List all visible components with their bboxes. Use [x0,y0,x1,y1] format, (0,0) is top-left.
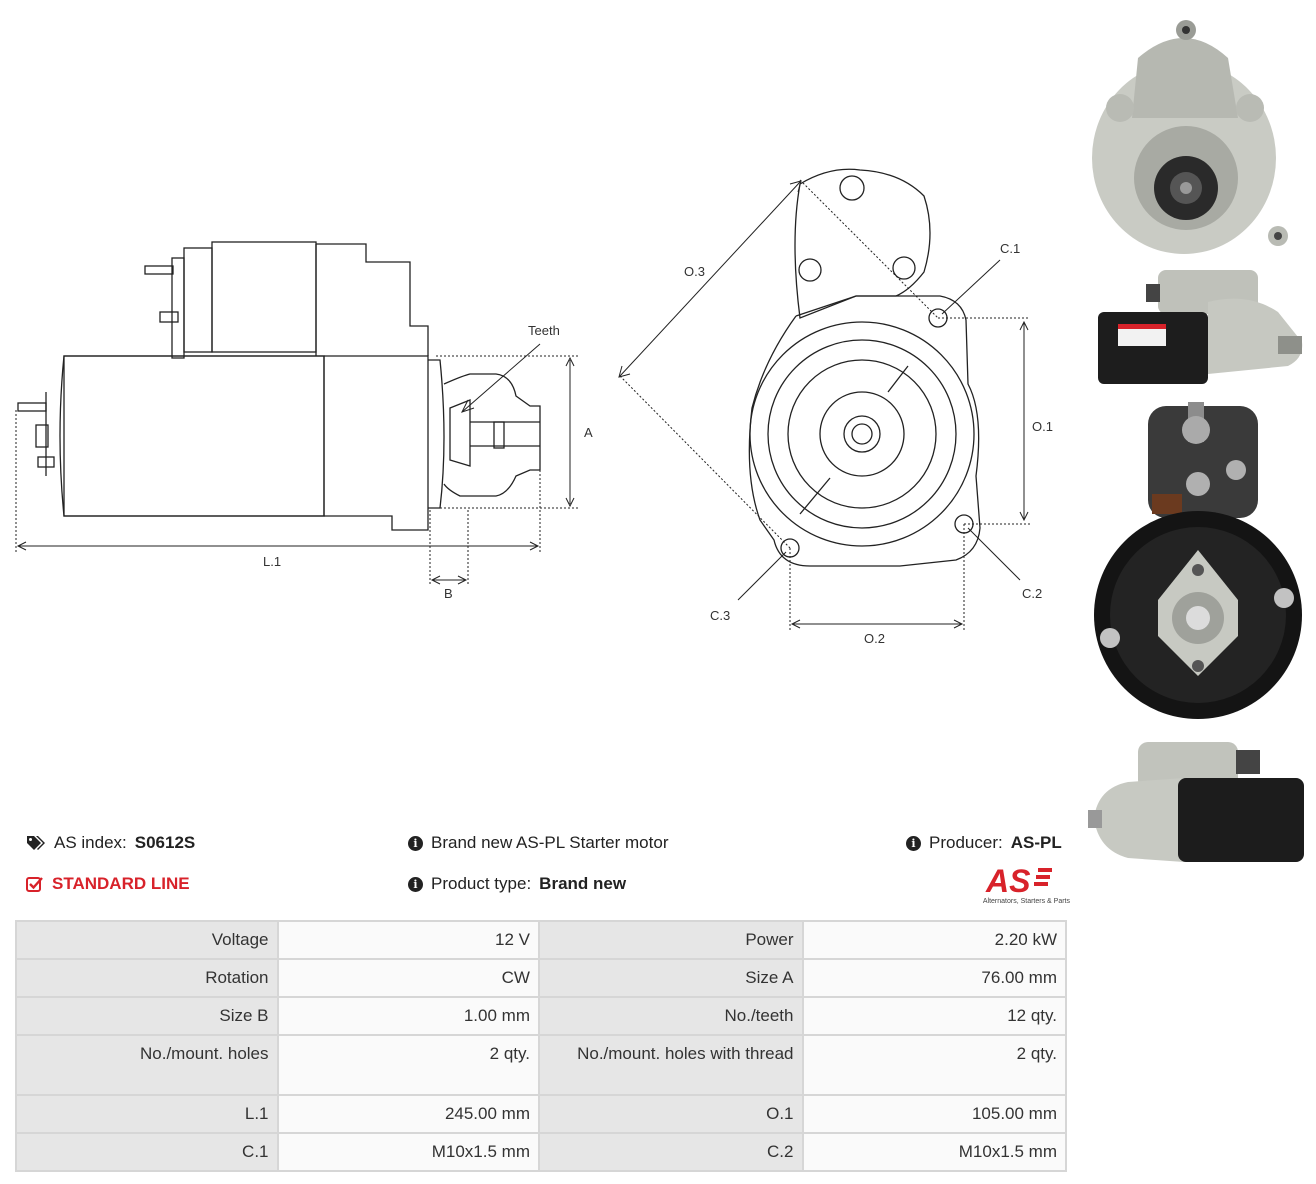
spec-value: 2 qty. [801,1034,1067,1096]
spec-value: 76.00 mm [801,958,1067,998]
check-square-icon [26,877,43,892]
spec-value: CW [276,958,540,998]
spec-label: Voltage [15,920,279,960]
spec-label: No./mount. holes with thread [537,1034,804,1096]
spec-value: 1.00 mm [276,996,540,1036]
as-index-row: AS index: S0612S [26,833,195,853]
table-row: Voltage 12 V Power 2.20 kW [15,920,1067,960]
product-type-row: i Product type: Brand new [408,874,626,894]
spec-value: M10x1.5 mm [276,1132,540,1172]
dimension-c3-label: C.3 [710,608,730,623]
table-row: Size B 1.00 mm No./teeth 12 qty. [15,996,1067,1036]
spec-value: 12 qty. [801,996,1067,1036]
dimension-b-label: B [444,586,453,601]
dimension-a-label: A [584,425,593,440]
dimension-o2-label: O.2 [864,631,885,646]
spec-label: L.1 [15,1094,279,1134]
dimension-o1-label: O.1 [1032,419,1053,434]
spec-label: C.1 [15,1132,279,1172]
table-row: Rotation CW Size A 76.00 mm [15,958,1067,998]
spec-value: M10x1.5 mm [801,1132,1067,1172]
logo-tagline: Alternators, Starters & Parts [982,898,1070,905]
table-row: L.1 245.00 mm O.1 105.00 mm [15,1094,1067,1134]
standard-line-label: STANDARD LINE [52,874,190,893]
as-logo-mark: AS [985,863,1052,899]
front-view-drawing [748,168,981,567]
spec-value: 2.20 kW [801,920,1067,960]
spec-label: Size B [15,996,279,1036]
description-row: i Brand new AS-PL Starter motor [408,833,668,853]
spec-label: No./teeth [537,996,804,1036]
starter-photo-side [1098,270,1303,384]
product-description: Brand new AS-PL Starter motor [431,833,669,852]
spec-label: C.2 [537,1132,804,1172]
spec-label: No./mount. holes [15,1034,279,1096]
spec-label: O.1 [537,1094,804,1134]
spec-value: 245.00 mm [276,1094,540,1134]
dimension-o3-label: O.3 [684,264,705,279]
dimension-l1-label: L.1 [263,554,281,569]
info-icon: i [408,835,423,851]
spec-value: 12 V [276,920,540,960]
as-index-value: S0612S [134,833,196,852]
side-view-drawing [17,241,541,531]
side-view-dimensions [15,343,578,586]
table-row: No./mount. holes 2 qty. No./mount. holes… [15,1034,1067,1096]
info-icon: i [906,835,921,851]
specs-table: Voltage 12 V Power 2.20 kW Rotation CW S… [15,920,1067,1172]
spec-value: 2 qty. [276,1034,540,1096]
front-view-dimensions [618,179,1030,630]
dimension-c2-label: C.2 [1022,586,1042,601]
svg-text:AS: AS [985,863,1031,898]
spec-value: 105.00 mm [801,1094,1067,1134]
tags-icon [27,836,45,850]
producer-value: AS-PL [1010,833,1062,852]
producer-row: i Producer: AS-PL [906,833,1062,853]
starter-photo-side-2 [1088,742,1304,862]
producer-label: Producer: [929,833,1003,852]
as-index-label: AS index: [54,833,127,852]
standard-line-row: STANDARD LINE [26,874,190,894]
dimension-c1-label: C.1 [1000,241,1020,256]
starter-photo-front [1092,20,1288,254]
spec-label: Size A [537,958,804,998]
starter-photo-rear [1094,402,1302,719]
spec-label: Power [537,920,804,960]
teeth-label: Teeth [528,323,560,338]
table-row: C.1 M10x1.5 mm C.2 M10x1.5 mm [15,1132,1067,1172]
info-icon: i [408,876,423,892]
product-type-label: Product type: [431,874,532,893]
spec-label: Rotation [15,958,279,998]
as-pl-logo: AS Alternators, Starters & Parts [960,862,1070,908]
technical-drawing: Teeth A L.1 B O.3 C.1 [15,168,1053,646]
product-type-value: Brand new [539,874,627,893]
